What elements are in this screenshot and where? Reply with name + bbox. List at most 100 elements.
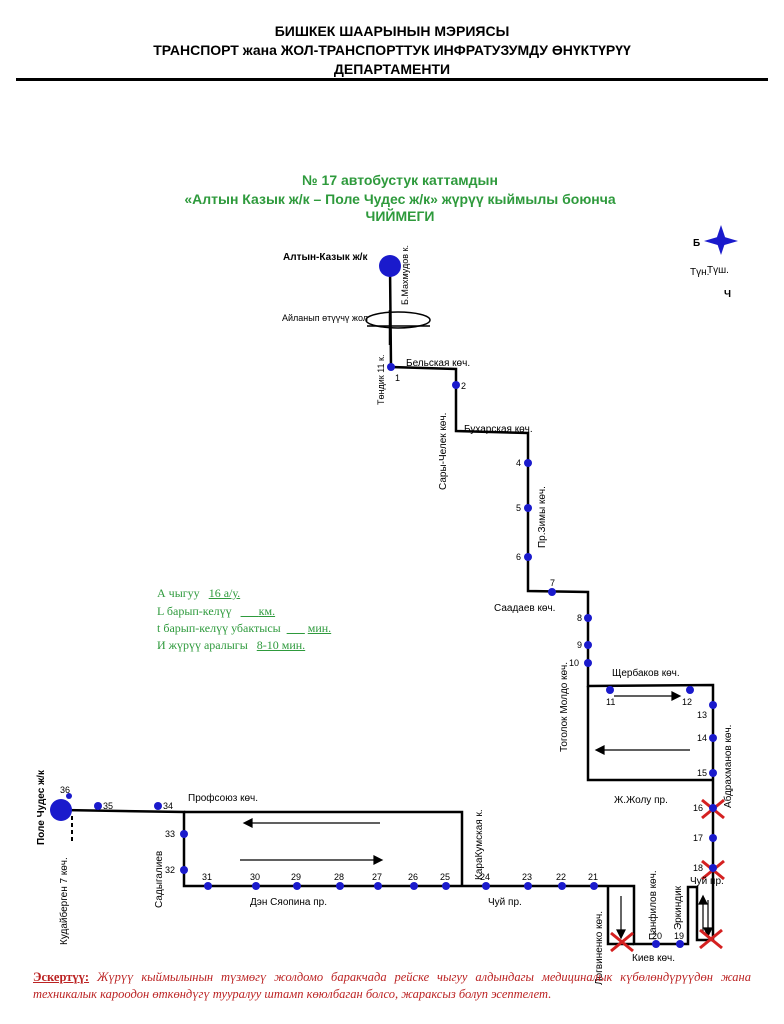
street-zhzholu: Ж.Жолу пр. [614,795,668,806]
stop-17 [709,834,717,842]
stop-13 [709,701,717,709]
stop-30 [252,882,260,890]
title-line-1: № 17 автобустук каттамдын [302,172,498,188]
title-line-3: ЧИЙМЕГИ [365,208,435,224]
stop-21 [590,882,598,890]
stop-19 [676,940,684,948]
turnaround-icon [365,310,431,345]
header-line-2: ТРАНСПОРТ жана ЖОЛ-ТРАНСПОРТТУК ИНФРАТУЗ… [153,42,631,58]
stop-number: 5 [516,503,521,513]
street-belskaya: Бельская көч. [406,358,470,369]
stop-22 [558,882,566,890]
stop-number: 17 [693,833,703,843]
street-saadaev: Саадаев көч. [494,603,555,614]
stop-11 [606,686,614,694]
stop-number: 8 [577,613,582,623]
header-line-3: ДЕПАРТАМЕНТИ [333,61,451,77]
route-loop-scherbakov [586,686,713,782]
stop-number: 12 [682,697,692,707]
closed-cross-icon [699,928,723,950]
stop-number: 25 [440,872,450,882]
stop-34 [154,802,162,810]
header-line-1: БИШКЕК ШААРЫНЫН МЭРИЯСЫ [274,23,510,39]
stop-number: 31 [202,872,212,882]
terminal-start-icon [379,255,401,277]
stop-numbers: 1 2 4 5 6 7 8 9 10 11 12 13 14 15 16 17 … [60,373,707,941]
info-row: t барып-келүү убактысы ___ мин. [157,621,332,635]
info-row: И жүрүү аралыгы 8-10 мин. [157,638,306,652]
stop-36 [66,793,72,799]
stop-33 [180,830,188,838]
compass-north: Б [693,238,700,249]
stop-20 [652,940,660,948]
street-kudaibergen: Кудайберген 7 көч. [58,857,70,945]
street-panfilov: Панфилов көч. [647,870,659,940]
stop-4 [524,459,532,467]
street-kiev: Киев көч. [632,953,675,964]
stop-29 [293,882,301,890]
stop-number: 24 [480,872,490,882]
street-profsoyuz: Профсоюз көч. [188,792,258,804]
street-buharskaya: Бухарская көч. [464,424,533,435]
street-chuy-right: Чуй пр. [690,876,724,887]
stop-number: 16 [693,803,703,813]
stop-23 [524,882,532,890]
stop-number: 18 [693,863,703,873]
stop-number: 10 [569,658,579,668]
stop-number: 23 [522,872,532,882]
stop-26 [410,882,418,890]
terminal-start-label: Алтын-Казык ж/к [283,252,368,263]
stop-number: 22 [556,872,566,882]
stop-number: 36 [60,785,70,795]
compass-west: Түн. [690,267,709,278]
stop-number: 35 [103,801,113,811]
stop-10 [584,659,592,667]
turnaround-label: Айланып өтүүчү жол [282,313,368,323]
stop-number: 13 [697,710,707,720]
stop-number: 6 [516,552,521,562]
street-scherbakov: Щербаков көч. [612,667,680,679]
stop-number: 4 [516,458,521,468]
street-abdrahmanov: Абдрахманов көч. [722,725,734,808]
stop-6 [524,553,532,561]
stop-5 [524,504,532,512]
stop-number: 30 [250,872,260,882]
terminal-end-label: Поле Чудес ж/к [36,769,47,845]
stop-number: 32 [165,865,175,875]
stop-number: 19 [674,931,684,941]
stop-2 [452,381,460,389]
compass-east: Түш. [707,265,729,276]
stop-number: 33 [165,829,175,839]
info-row: А чыгуу 16 а/у. [157,586,241,600]
street-logvinenko: Логвиненко көч. [594,911,605,985]
stop-1 [387,363,395,371]
stop-24 [482,882,490,890]
street-sadygaliev: Садыгалиев [154,851,165,908]
stop-12 [686,686,694,694]
stop-32 [180,866,188,874]
info-row: L барып-келүү ___км. [157,604,276,618]
stop-16 [709,804,717,812]
compass-icon [704,225,738,255]
stop-number: 27 [372,872,382,882]
street-zimy: Пр.Зимы көч. [537,486,548,548]
stop-number: 1 [395,373,400,383]
terminal-end-icon [50,799,72,821]
stop-28 [336,882,344,890]
street-tendik: Төндик 11 к. [376,355,386,405]
footnote-label: Эскертүү: [33,970,90,984]
stop-25 [442,882,450,890]
street-erkindik: Эркиндик [673,885,684,930]
street-chuy: Чуй пр. [488,897,522,908]
stop-number: 26 [408,872,418,882]
header-divider [16,78,768,81]
street-togolok: Тоголок Молдо көч. [559,662,570,752]
stop-number: 28 [334,872,344,882]
stop-9 [584,641,592,649]
stop-number: 9 [577,640,582,650]
stop-number: 34 [163,801,173,811]
stop-number: 11 [606,697,615,707]
stop-18 [709,864,717,872]
street-mahmudov: Б.Махмудов к. [400,245,410,305]
